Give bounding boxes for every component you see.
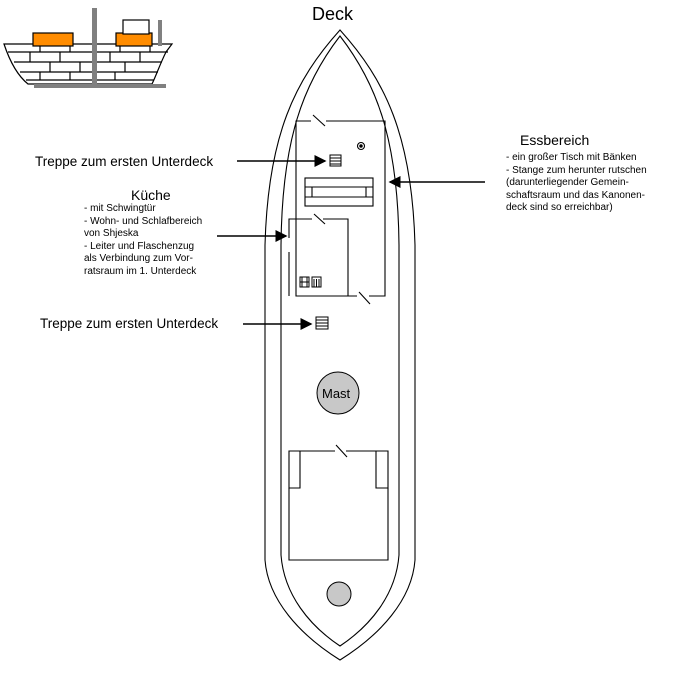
ship-side-view — [3, 8, 174, 88]
kitchen-note-line: - Wohn- und Schlafbereich — [84, 215, 203, 227]
kitchen-note-line: - Leiter und Flaschenzug — [84, 240, 195, 252]
kitchen-note-line: - mit Schwingtür — [84, 203, 156, 214]
dining-note-line: schaftsraum und das Kanonen- — [506, 189, 645, 201]
stairs-icon — [329, 154, 342, 167]
kitchen-heading: Küche — [131, 187, 171, 203]
kitchen-note-line: als Verbindung zum Vor- — [84, 253, 193, 265]
cargo-box — [32, 32, 74, 47]
mast-circle — [316, 371, 360, 415]
dining-heading: Essbereich — [520, 132, 590, 148]
stairs-lower-label: Treppe zum ersten Unterdeck — [40, 316, 219, 331]
annotation-arrows — [217, 155, 485, 330]
aft-hatch — [326, 581, 352, 607]
stairs-upper-label: Treppe zum ersten Unterdeck — [35, 154, 214, 169]
cargo-box — [115, 32, 153, 47]
ship-hull-outline — [264, 29, 416, 661]
dining-table — [304, 177, 374, 207]
ladder-icon — [299, 276, 310, 288]
hoist-icon — [311, 276, 322, 288]
dining-note-line: - ein großer Tisch mit Bänken — [506, 152, 637, 163]
mast-label: Mast — [322, 386, 351, 401]
stairs-icon — [315, 316, 329, 330]
dining-notes: - ein großer Tisch mit Bänken - Stange z… — [506, 152, 647, 215]
dining-note-line: - Stange zum herunter rutschen — [506, 164, 647, 176]
pole-icon — [356, 141, 366, 151]
kitchen-note-line: ratsraum im 1. Unterdeck — [84, 265, 197, 277]
dining-note-line: deck sind so erreichbar) — [506, 202, 613, 214]
kitchen-note-line: von Shjeska — [84, 228, 139, 240]
aft-cabin — [288, 444, 389, 561]
kitchen-notes: - mit Schwingtür - Wohn- und Schlafberei… — [84, 203, 202, 279]
forward-cabin — [288, 114, 386, 305]
page-title: Deck — [312, 4, 354, 24]
dining-note-line: (darunterliegender Gemein- — [506, 177, 629, 189]
